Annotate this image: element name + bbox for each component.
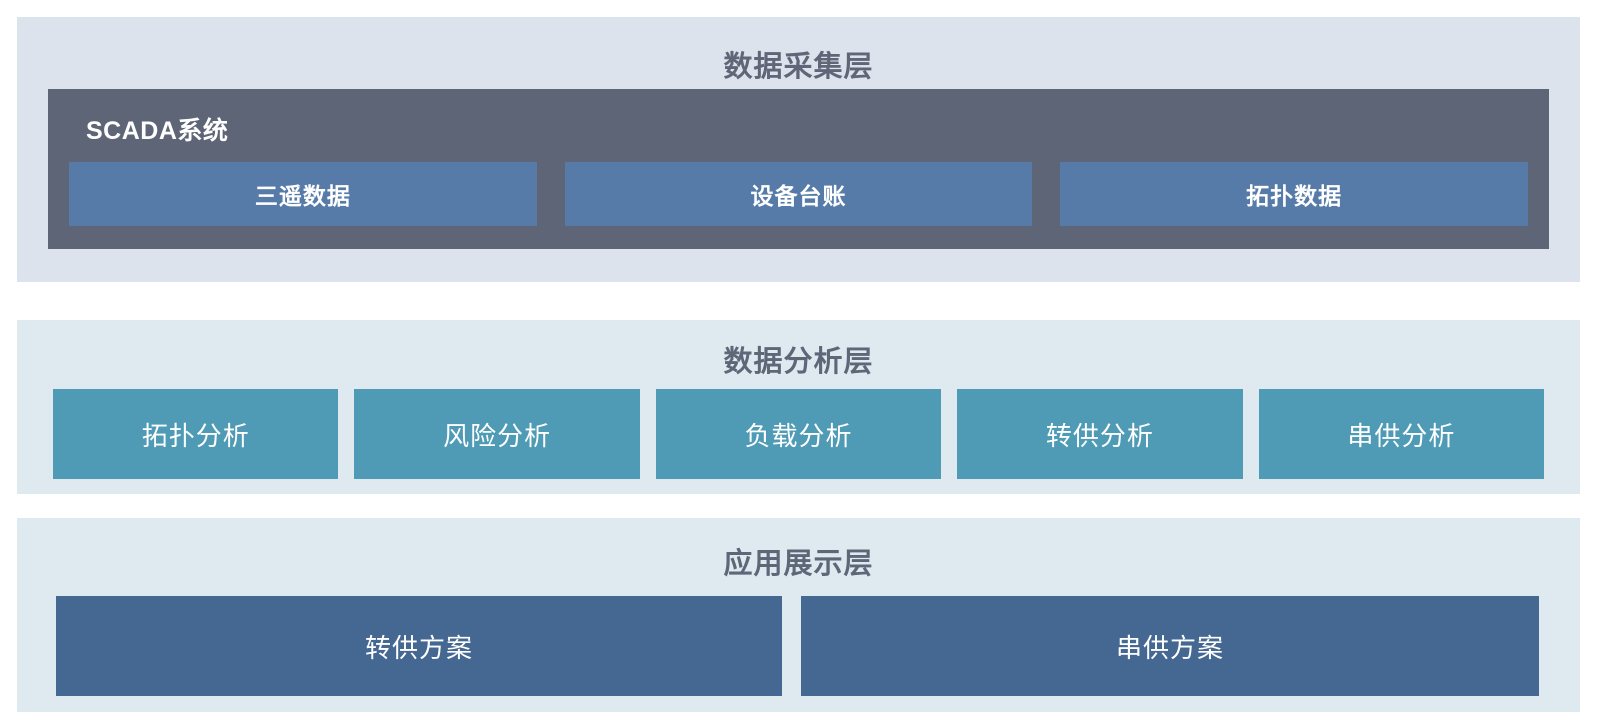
layer-data-collection: 数据采集层 SCADA系统 三遥数据 设备台账 拓扑数据 [17,17,1580,282]
application-item-series-supply-plan[interactable]: 串供方案 [801,596,1539,696]
analysis-item-transfer-supply[interactable]: 转供分析 [957,389,1243,479]
collection-item-equipment-ledger[interactable]: 设备台账 [564,162,1033,226]
analysis-items-row: 拓扑分析 风险分析 负载分析 转供分析 串供分析 [53,389,1545,479]
application-item-transfer-supply-plan[interactable]: 转供方案 [56,596,782,696]
analysis-item-series-supply[interactable]: 串供分析 [1258,389,1545,479]
analysis-item-load[interactable]: 负载分析 [655,389,942,479]
collection-item-telemetry[interactable]: 三遥数据 [69,162,537,226]
collection-items-row: 三遥数据 设备台账 拓扑数据 [69,162,1529,226]
scada-system-group: SCADA系统 三遥数据 设备台账 拓扑数据 [48,89,1549,249]
collection-item-topology-data[interactable]: 拓扑数据 [1060,162,1529,226]
layer-data-analysis: 数据分析层 拓扑分析 风险分析 负载分析 转供分析 串供分析 [17,320,1580,494]
analysis-item-topology[interactable]: 拓扑分析 [53,389,339,479]
scada-system-label: SCADA系统 [86,117,229,145]
layer-title-application-display: 应用展示层 [723,548,874,580]
layer-title-data-collection: 数据采集层 [723,51,874,83]
application-items-row: 转供方案 串供方案 [56,596,1539,696]
layer-title-data-analysis: 数据分析层 [723,346,874,378]
layer-application-display: 应用展示层 转供方案 串供方案 [17,518,1580,712]
analysis-item-risk[interactable]: 风险分析 [354,389,640,479]
